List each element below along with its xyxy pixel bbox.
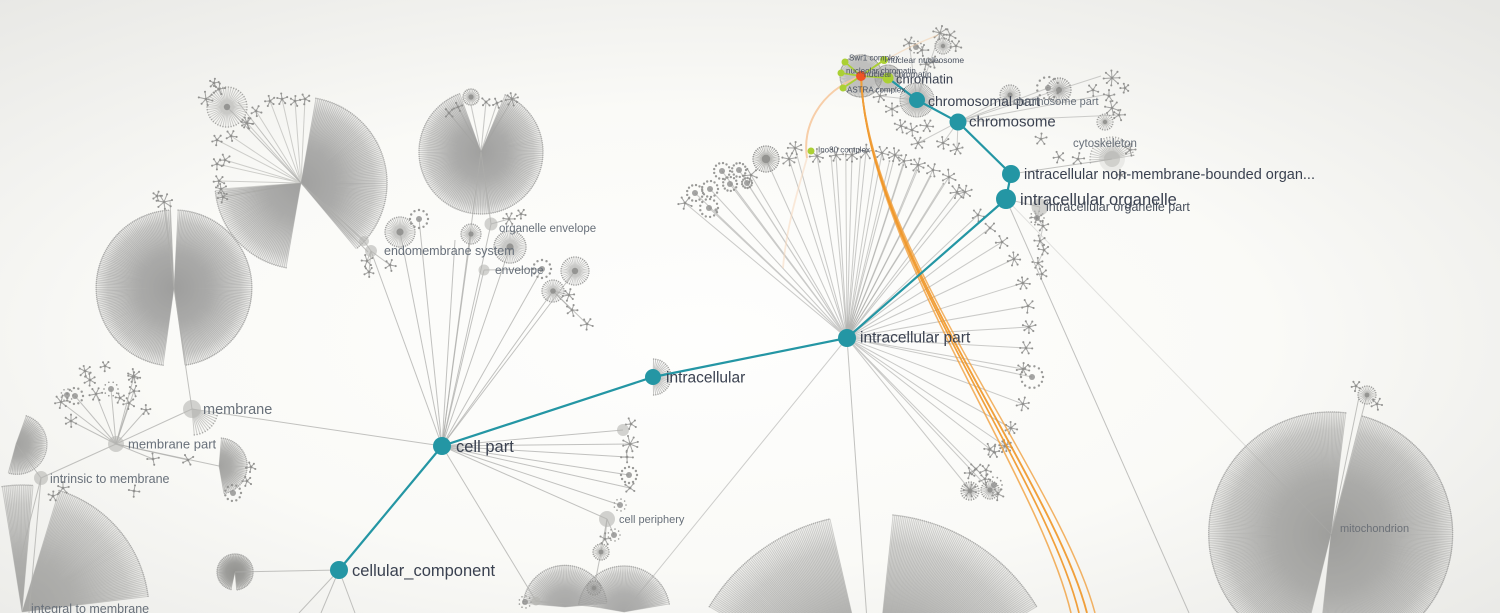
- svg-text:intracellular part: intracellular part: [860, 330, 971, 347]
- svg-text:intracellular organelle: intracellular organelle: [1020, 191, 1177, 209]
- svg-text:chromosome part: chromosome part: [1013, 96, 1099, 108]
- svg-text:Ino80 complex: Ino80 complex: [818, 146, 870, 155]
- svg-text:ASTRA complex: ASTRA complex: [847, 86, 905, 95]
- svg-text:intracellular: intracellular: [666, 370, 745, 387]
- svg-text:cellular_component: cellular_component: [352, 562, 496, 580]
- svg-text:nuclear nucleosome: nuclear nucleosome: [888, 55, 964, 65]
- svg-text:cell periphery: cell periphery: [619, 514, 685, 526]
- svg-text:envelope: envelope: [495, 263, 544, 277]
- svg-text:endomembrane system: endomembrane system: [384, 244, 515, 258]
- svg-text:cell part: cell part: [456, 438, 514, 456]
- svg-text:membrane part: membrane part: [128, 437, 217, 452]
- svg-text:nucleolar chromatin: nucleolar chromatin: [846, 67, 916, 76]
- svg-text:integral to membrane: integral to membrane: [31, 602, 149, 613]
- svg-text:intrinsic to membrane: intrinsic to membrane: [50, 472, 170, 486]
- svg-text:cytoskeleton: cytoskeleton: [1073, 138, 1137, 150]
- svg-text:Swr1 complex: Swr1 complex: [849, 54, 899, 63]
- svg-text:organelle envelope: organelle envelope: [499, 223, 596, 235]
- svg-text:chromosomal part: chromosomal part: [928, 93, 1040, 109]
- svg-text:membrane: membrane: [203, 402, 272, 418]
- svg-text:intracellular non-membrane-bou: intracellular non-membrane-bounded organ…: [1024, 167, 1315, 183]
- svg-text:mitochondrion: mitochondrion: [1340, 523, 1409, 535]
- svg-text:chromatin: chromatin: [896, 72, 953, 87]
- svg-text:intracellular organelle part: intracellular organelle part: [1046, 200, 1190, 214]
- svg-text:nuclear chromatin: nuclear chromatin: [864, 69, 932, 79]
- svg-text:chromosome: chromosome: [969, 114, 1056, 131]
